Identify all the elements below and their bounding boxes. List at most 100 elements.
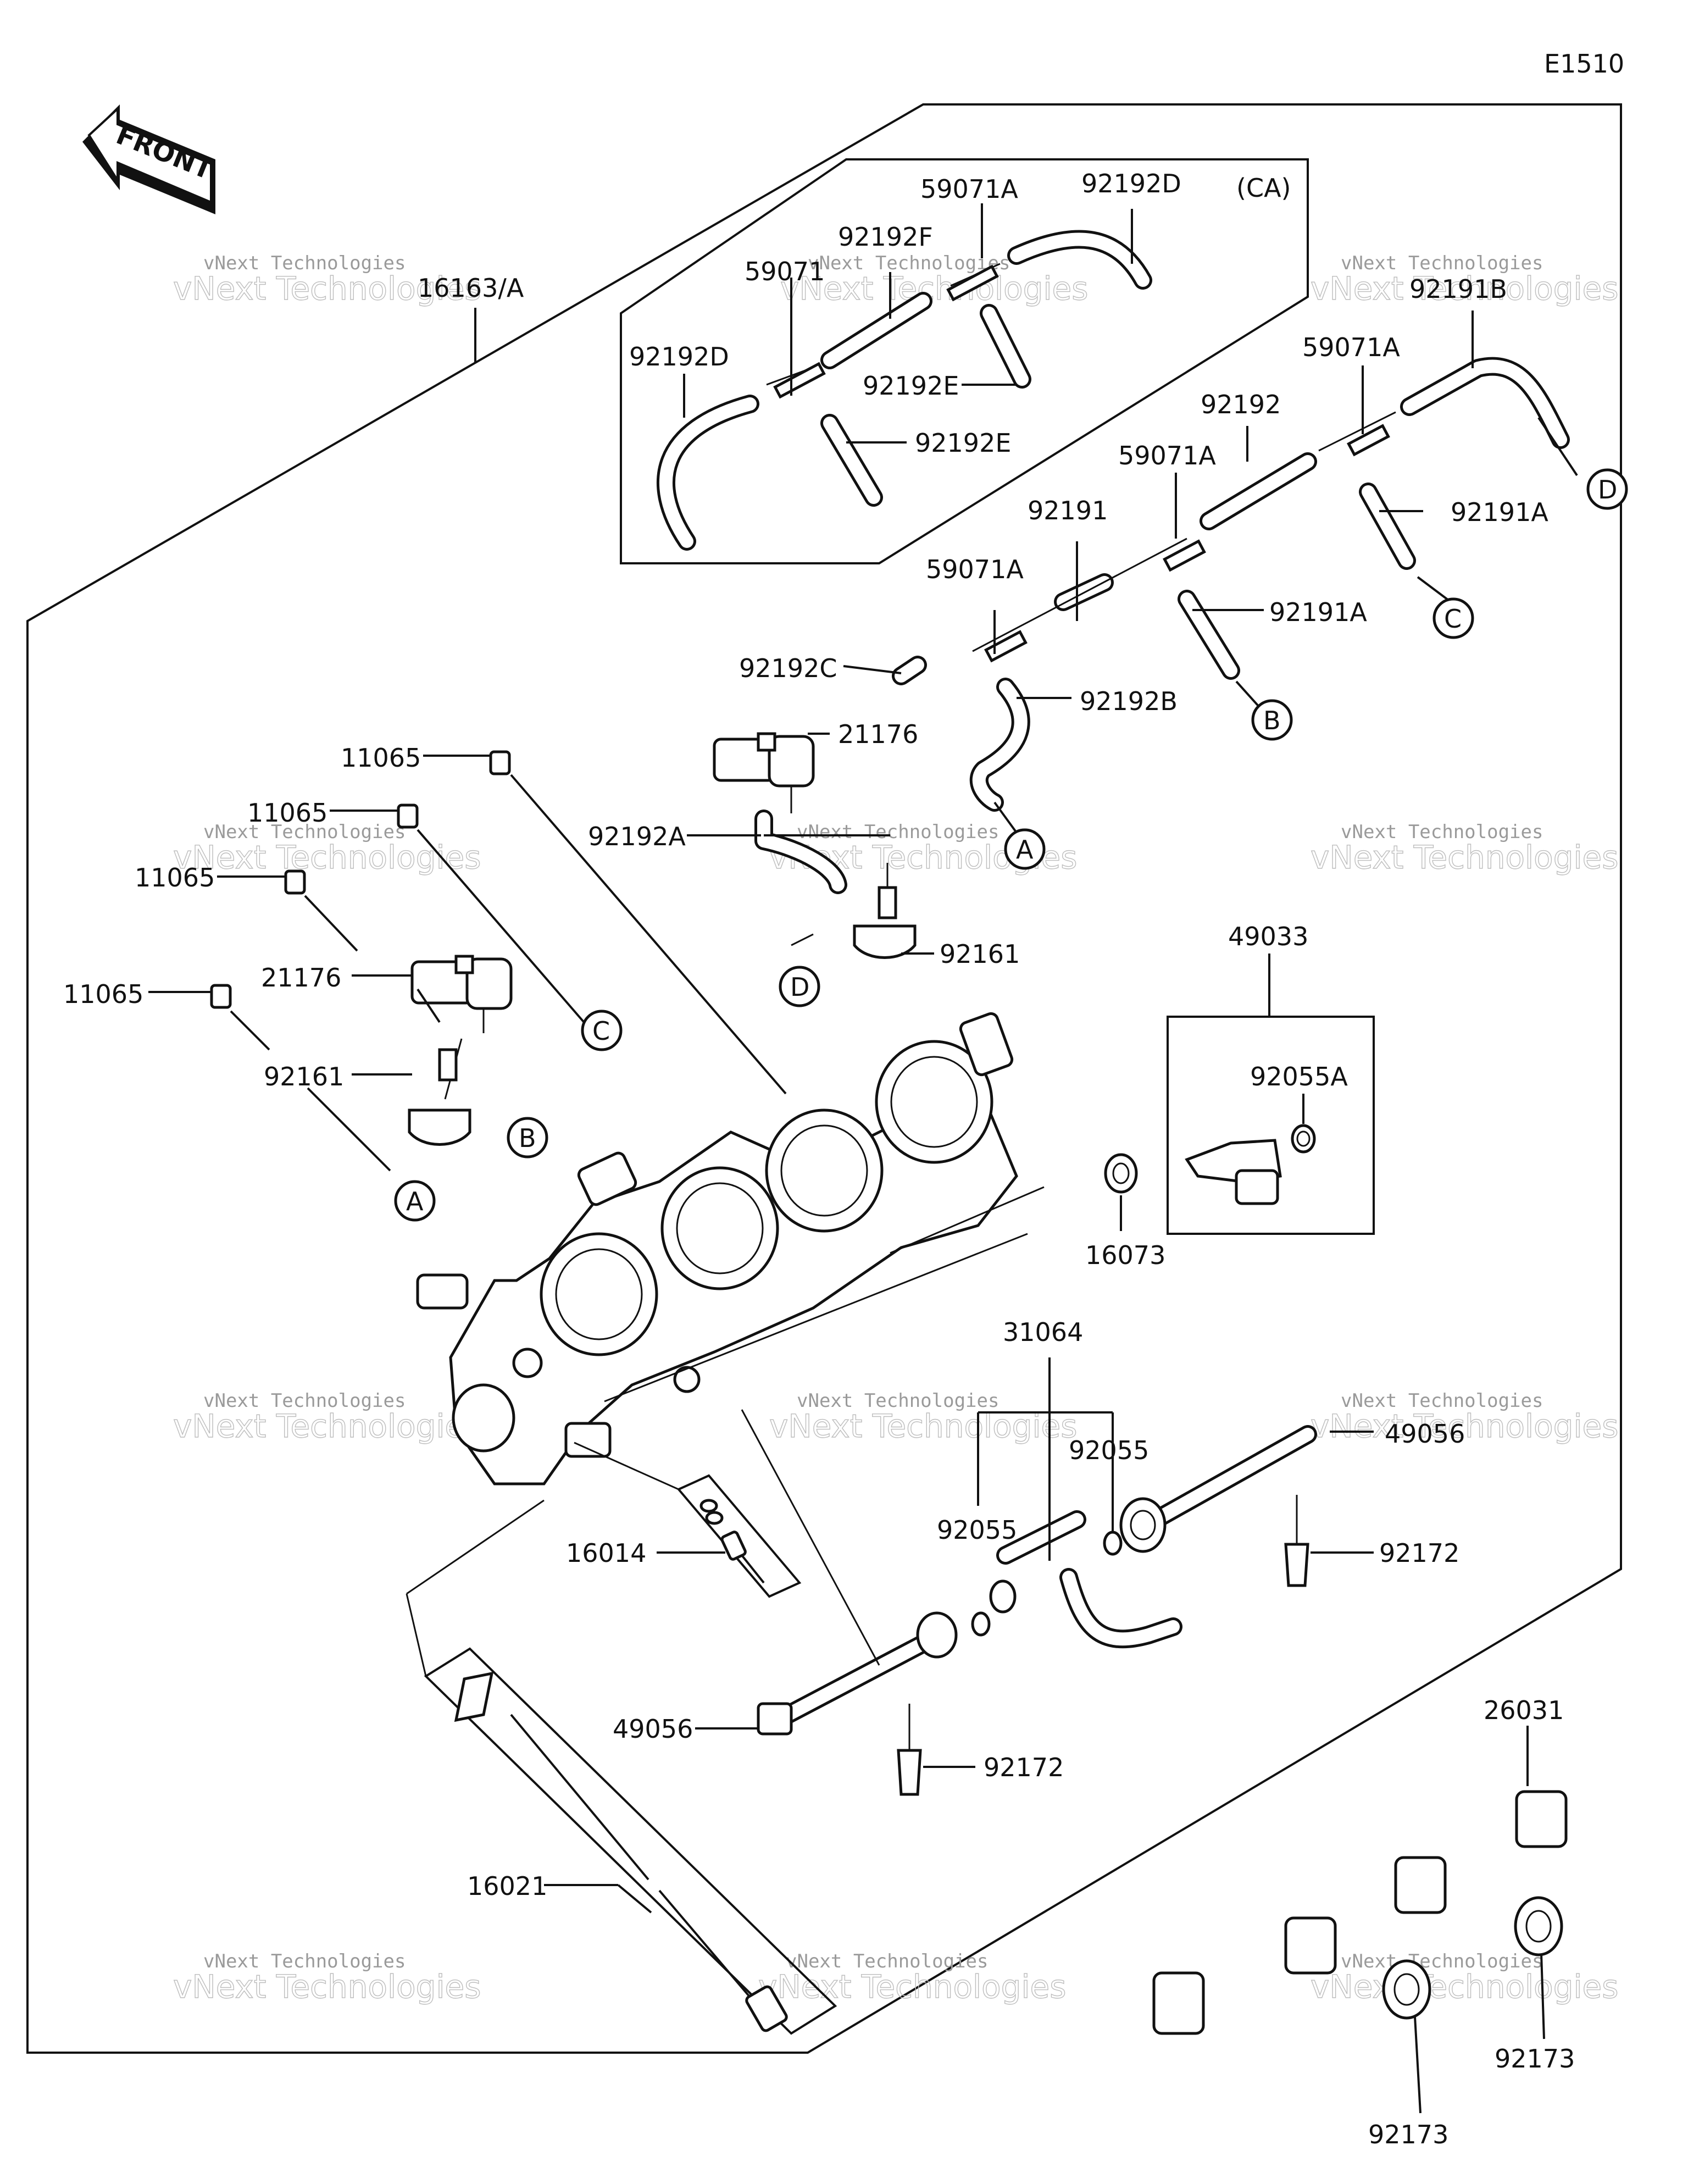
svg-text:C: C — [592, 1016, 610, 1046]
svg-text:vNext Technologies: vNext Technologies — [1341, 821, 1543, 843]
label-92192e-b: 92192E — [915, 428, 1011, 458]
label-92192b: 92192B — [1080, 686, 1178, 716]
svg-text:vNext Technologies: vNext Technologies — [1311, 270, 1618, 307]
svg-text:vNext Technologies: vNext Technologies — [203, 821, 406, 843]
label-11065-c: 11065 — [135, 863, 215, 893]
sensor-21176-upper — [713, 732, 815, 813]
label-92192a: 92192A — [588, 822, 686, 851]
svg-text:vNext Technologies: vNext Technologies — [173, 270, 481, 307]
label-92173-right: 92173 — [1495, 2044, 1575, 2074]
label-16021: 16021 — [467, 1871, 547, 1901]
svg-text:vNext Technologies: vNext Technologies — [1311, 1407, 1618, 1445]
callout-b-upper: B — [1251, 699, 1293, 741]
fitting-92161-upper — [853, 863, 917, 959]
callout-d-upper: D — [1586, 468, 1628, 510]
sensor-21176-lower — [410, 955, 513, 1033]
svg-text:vNext Technologies: vNext Technologies — [797, 1390, 999, 1412]
label-92055a: 92055A — [1250, 1062, 1348, 1091]
label-49056-left: 49056 — [613, 1714, 693, 1744]
label-59071a-right: 59071A — [1302, 332, 1400, 362]
seal-16073 — [1104, 1153, 1138, 1194]
label-21176-upper: 21176 — [838, 719, 918, 749]
part-labels: 16163/A 59071A 92192D 92192F 59071 92192… — [63, 169, 1575, 2149]
label-92191: 92191 — [1028, 496, 1108, 525]
label-92192d-ca-left: 92192D — [629, 342, 729, 372]
svg-text:vNext Technologies: vNext Technologies — [203, 1950, 406, 1972]
svg-text:vNext Technologies: vNext Technologies — [203, 1390, 406, 1412]
label-92055-lower: 92055 — [937, 1515, 1017, 1545]
callout-a-upper: A — [1004, 828, 1046, 870]
label-26031: 26031 — [1484, 1695, 1564, 1725]
label-31064: 31064 — [1003, 1317, 1083, 1347]
label-11065-d: 11065 — [63, 979, 143, 1009]
front-arrow-icon: FRONT — [82, 104, 217, 214]
svg-text:vNext Technologies: vNext Technologies — [173, 839, 481, 876]
cable-16021 — [454, 1671, 788, 2032]
svg-text:B: B — [519, 1123, 536, 1153]
kit-16014 — [699, 1499, 765, 1584]
svg-text:vNext Technologies: vNext Technologies — [1341, 1390, 1543, 1412]
clamp-92173-right — [1514, 1896, 1563, 1956]
svg-text:vNext Technologies: vNext Technologies — [780, 270, 1088, 307]
svg-text:vNext Technologies: vNext Technologies — [203, 252, 406, 274]
svg-text:vNext Technologies: vNext Technologies — [173, 1968, 481, 2005]
label-21176-lower: 21176 — [261, 963, 341, 993]
label-16163a: 16163/A — [418, 273, 524, 303]
label-49033: 49033 — [1228, 922, 1308, 951]
label-92191b: 92191B — [1409, 274, 1507, 304]
fuel-pipe-31064 — [971, 1510, 1182, 1649]
cap-11065-group — [210, 750, 511, 1009]
label-59071a-mid: 59071A — [1118, 441, 1216, 470]
label-49056-right: 49056 — [1385, 1419, 1465, 1449]
label-92161-lower: 92161 — [264, 1062, 344, 1091]
leader-lines — [148, 203, 1578, 2114]
label-92192e-a: 92192E — [863, 371, 959, 401]
label-59071a-left: 59071A — [926, 555, 1024, 584]
callout-a-lower: A — [394, 1180, 436, 1222]
svg-text:vNext Technologies: vNext Technologies — [808, 252, 1010, 274]
cable-kit-16021-outline — [424, 1647, 837, 2035]
label-92191a-right: 92191A — [1451, 497, 1548, 527]
ca-variant-outline — [620, 158, 1309, 564]
label-92192f: 92192F — [838, 222, 933, 252]
callout-c-upper: C — [1432, 597, 1474, 639]
harness-26031 — [1152, 1790, 1568, 2036]
watermarks: vNext Technologies vNext Technologies vN… — [173, 252, 1619, 2006]
variant-label: (CA) — [1236, 173, 1291, 203]
svg-text:D: D — [1598, 475, 1617, 505]
callout-c-lower: C — [581, 1010, 623, 1051]
label-59071a-ca: 59071A — [920, 174, 1018, 204]
label-11065-b: 11065 — [247, 798, 327, 828]
svg-text:vNext Technologies: vNext Technologies — [797, 821, 999, 843]
label-59071-ca: 59071 — [745, 257, 825, 286]
svg-text:vNext Technologies: vNext Technologies — [758, 1968, 1066, 2005]
svg-text:vNext Technologies: vNext Technologies — [1311, 839, 1618, 876]
label-92192: 92192 — [1201, 390, 1281, 419]
diagram-code: E1510 — [1544, 49, 1624, 79]
label-92191a-mid: 92191A — [1269, 597, 1367, 627]
svg-text:A: A — [1016, 835, 1034, 864]
callout-b-lower: B — [507, 1117, 548, 1158]
clamp-92173-left — [1382, 1959, 1431, 2020]
label-92192c: 92192C — [739, 653, 837, 683]
kit-16014-outline — [676, 1474, 802, 1598]
svg-text:vNext Technologies: vNext Technologies — [1341, 1950, 1543, 1972]
label-92173-left: 92173 — [1368, 2120, 1448, 2149]
svg-text:B: B — [1263, 706, 1281, 735]
injector-box — [1167, 1016, 1375, 1235]
assembly-outline — [26, 103, 1622, 2054]
injector-49033 — [1185, 1124, 1316, 1205]
fitting-92161-lower — [408, 1038, 471, 1146]
svg-text:vNext Technologies: vNext Technologies — [786, 1950, 988, 1972]
label-16014: 16014 — [566, 1538, 646, 1568]
label-11065-a: 11065 — [341, 743, 421, 773]
svg-text:C: C — [1444, 604, 1462, 634]
svg-text:vNext Technologies: vNext Technologies — [173, 1407, 481, 1445]
label-16073: 16073 — [1085, 1240, 1165, 1270]
label-92172-left: 92172 — [984, 1753, 1064, 1782]
delivery-pipe-49056-right — [1119, 1425, 1317, 1587]
delivery-pipe-49056-left — [757, 1611, 958, 1796]
svg-text:D: D — [790, 972, 809, 1002]
